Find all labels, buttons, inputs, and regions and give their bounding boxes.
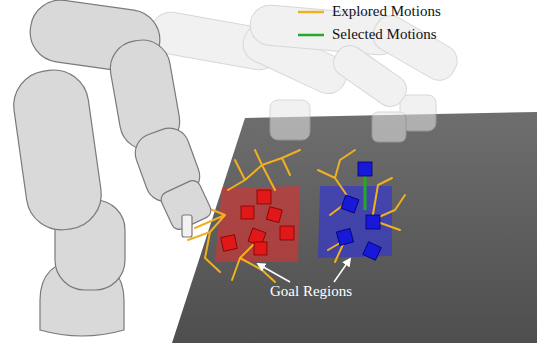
explored-motions — [188, 150, 405, 282]
legend-text: Explored Motions — [332, 3, 441, 20]
blue-cubes — [336, 162, 381, 260]
red-cubes — [221, 190, 294, 255]
legend-swatch — [298, 30, 324, 40]
robot-arm — [9, 0, 213, 336]
legend-row: Selected Motions — [298, 26, 437, 43]
legend-swatch — [298, 7, 324, 17]
table — [172, 112, 537, 343]
ghost-arms — [147, 4, 463, 142]
legend-text: Selected Motions — [332, 26, 437, 43]
legend-row: Explored Motions — [298, 3, 441, 20]
leader-arrow — [334, 259, 350, 282]
red-goal-region — [215, 186, 300, 262]
region-label: Goal Regions — [270, 283, 352, 300]
leader-arrow — [258, 264, 290, 282]
